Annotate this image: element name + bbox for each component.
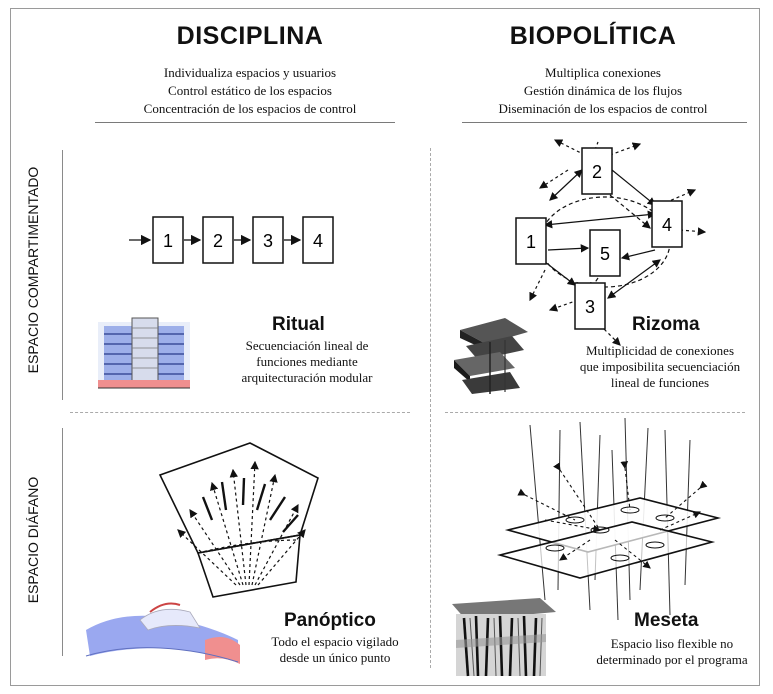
sequence-label-1: 1 [163,231,173,251]
disciplina-line-3: Concentración de los espacios de control [143,101,357,116]
rizoma-line-3: lineal de funciones [610,375,710,390]
biopolitica-underline [462,122,747,123]
meseta-line-1: Espacio liso flexible no [610,636,734,651]
meseta-title: Meseta [634,610,699,631]
biopolitica-description: Multiplica conexiones Gestión dinámica d… [448,64,758,118]
rizoma-node-2 [581,147,613,195]
sequence-label-4: 4 [313,231,323,251]
row-bottom-divider [62,428,63,656]
heading-disciplina: DISCIPLINA [176,22,324,50]
rizoma-node-4 [651,200,683,248]
ritual-title: Ritual [272,314,325,335]
disciplina-underline [95,122,395,123]
biopolitica-line-2: Gestión dinámica de los flujos [523,83,683,98]
row-top-divider [62,150,63,400]
panoptico-description: Todo el espacio vigilado desde un único … [250,634,420,666]
row-divider-right [445,412,745,413]
rizoma-line-1: Multiplicidad de conexiones [585,343,735,358]
rizoma-node-label-5: 5 [600,244,610,264]
rizoma-node-1 [515,217,547,265]
rizoma-node-label-1: 1 [526,232,536,252]
rizoma-line-2: que imposibilita secuenciación [579,359,741,374]
ritual-line-3: arquitecturación modular [241,370,373,385]
sequence-box-4 [302,216,334,264]
row-divider-left [70,412,410,413]
rizoma-node-5 [589,229,621,277]
sequence-box-2 [202,216,234,264]
disciplina-line-1: Individualiza espacios y usuarios [163,65,337,80]
rizoma-node-label-2: 2 [592,162,602,182]
meseta-description: Espacio liso flexible no determinado por… [583,636,761,668]
meseta-line-2: determinado por el programa [596,652,748,667]
disciplina-description: Individualiza espacios y usuarios Contro… [90,64,410,118]
sequence-label-3: 3 [263,231,273,251]
ritual-description: Secuenciación lineal de funciones median… [222,338,392,386]
rizoma-node-label-3: 3 [585,297,595,317]
rizoma-node-3 [574,282,606,330]
panoptico-title: Panóptico [284,610,376,631]
column-divider [430,148,431,668]
heading-biopolitica: BIOPOLÍTICA [509,22,677,50]
diagram-frame [10,8,760,686]
sequence-label-2: 2 [213,231,223,251]
rizoma-node-label-4: 4 [662,215,672,235]
biopolitica-line-1: Multiplica conexiones [545,65,661,80]
sequence-box-3 [252,216,284,264]
panoptico-line-1: Todo el espacio vigilado [271,634,399,649]
disciplina-line-2: Control estático de los espacios [168,83,332,98]
ritual-line-1: Secuenciación lineal de [245,338,369,353]
rizoma-title: Rizoma [632,314,700,335]
sequence-box-1 [152,216,184,264]
rizoma-description: Multiplicidad de conexiones que imposibi… [565,343,755,391]
panoptico-line-2: desde un único punto [279,650,391,665]
biopolitica-line-3: Diseminación de los espacios de control [498,101,708,116]
ritual-line-2: funciones mediante [256,354,358,369]
